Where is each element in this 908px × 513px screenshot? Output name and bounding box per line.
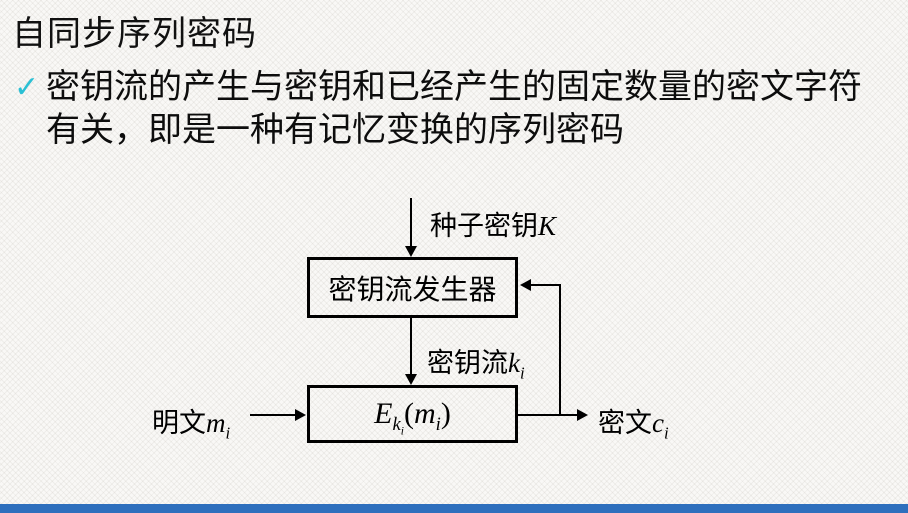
ciphertext-label: 密文ci <box>598 408 669 443</box>
plaintext-arrow-line <box>250 414 297 416</box>
keystream-generator-box: 密钥流发生器 <box>307 257 518 318</box>
output-arrowhead-icon <box>577 409 588 421</box>
output-arrow-line <box>518 414 578 416</box>
keystream-label: 密钥流ki <box>427 348 525 383</box>
bottom-accent-bar <box>0 504 908 513</box>
seed-key-label: 种子密钥K <box>430 211 557 241</box>
feedback-arrowhead-icon <box>520 279 531 291</box>
keystream-arrowhead-icon <box>405 374 417 385</box>
feedback-line-vertical <box>559 284 561 416</box>
check-icon: ✓ <box>14 70 40 105</box>
keystream-arrow-line <box>410 318 412 376</box>
seed-key-arrowhead-icon <box>405 246 417 257</box>
slide-title: 自同步序列密码 <box>12 16 257 53</box>
seed-key-arrow-line <box>410 198 412 248</box>
keystream-generator-label: 密钥流发生器 <box>328 274 497 306</box>
encryption-formula: Eki(mi) <box>374 396 451 438</box>
plaintext-label: 明文mi <box>152 408 231 443</box>
encryption-box: Eki(mi) <box>307 385 518 443</box>
plaintext-arrowhead-icon <box>295 409 306 421</box>
bullet-text: 密钥流的产生与密钥和已经产生的固定数量的密文字符有关，即是一种有记忆变换的序列密… <box>46 69 862 149</box>
feedback-line-horizontal <box>529 284 561 286</box>
